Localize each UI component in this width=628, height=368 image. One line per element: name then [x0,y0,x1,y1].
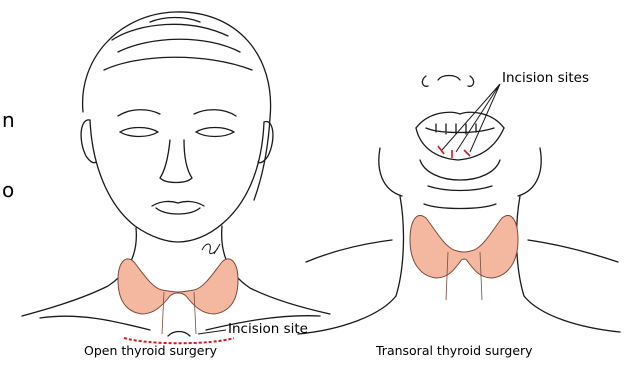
left-face-illustration [22,12,330,336]
mouth [152,201,204,206]
nose [160,140,192,183]
shoulder-right [528,240,618,262]
chin-shadow [428,186,492,191]
upper-lip [416,112,504,128]
left-caption: Open thyroid surgery [84,343,217,358]
right-face-illustration [298,76,620,335]
left-collarbone [40,316,150,330]
right-neck [222,226,330,314]
right-nose-left [422,76,428,86]
left-head-outline [83,12,271,200]
left-face-contour [90,120,264,242]
left-callout-label: Incision site [228,321,308,337]
shoulder-left [306,240,392,262]
left-eye [120,132,158,137]
right-nose-right [468,76,474,86]
left-callout-leader [198,330,226,334]
left-brow [118,110,160,116]
right-brow [194,110,236,116]
right-eye-lid [196,128,234,133]
right-eye [196,132,234,137]
left-eye-lid [120,128,158,133]
neck-left [298,196,403,334]
neck-notch [168,332,190,337]
left-ear [81,120,96,163]
margin-glyph-n: n [2,108,15,132]
artist-signature [202,244,220,254]
jaw-right [518,148,541,196]
right-callout-label: Incision sites [502,70,589,86]
right-callout-leaders [442,84,500,152]
right-caption: Transoral thyroid surgery [376,343,533,358]
neck-line-a [424,204,496,209]
jaw-left [379,148,402,196]
right-incision-marks [438,146,470,158]
lower-lip [156,208,200,214]
right-thyroid-gland [410,215,518,278]
left-thyroid-gland [118,259,238,314]
margin-glyph-o: o [2,178,14,202]
right-nose-bridge [438,76,460,81]
chin-outline [420,160,500,180]
neck-right [517,196,620,332]
